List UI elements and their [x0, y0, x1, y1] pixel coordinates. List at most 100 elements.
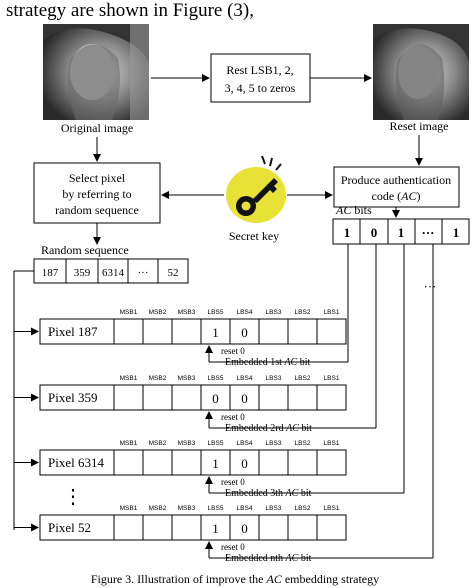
auth-code-box	[333, 166, 460, 208]
bit-header: LBS4	[237, 440, 253, 447]
bit-cell	[287, 318, 318, 345]
bit-cell	[316, 384, 347, 411]
bit-header: MSB2	[149, 440, 167, 447]
bit-cell	[142, 384, 173, 411]
bit-header: LBS3	[266, 505, 282, 512]
bit-header: MSB2	[149, 375, 167, 382]
bit-cell	[142, 449, 173, 476]
bit-cell	[316, 318, 347, 345]
secret-key-label: Secret key	[229, 229, 279, 243]
bit-header: LBS2	[295, 375, 311, 382]
bit-header: LBS2	[295, 309, 311, 316]
original-image-label: Original image	[61, 121, 133, 135]
bit-cell	[142, 514, 173, 541]
bit-cell	[171, 318, 202, 345]
reset-note: reset 0	[221, 477, 245, 487]
bit-header: MSB3	[178, 505, 196, 512]
ac-bits-cells	[332, 218, 470, 245]
bit-header: LBS4	[237, 505, 253, 512]
sequence-cell-2: 359	[74, 267, 91, 279]
bit-cell	[287, 449, 318, 476]
select-pixel-box	[33, 162, 161, 224]
pixel-name-box	[39, 514, 115, 541]
auth-box-line-2: code (AC)	[372, 189, 421, 203]
bit-value: 0	[241, 391, 248, 406]
original-image	[43, 24, 149, 120]
reset-note: reset 0	[221, 412, 245, 422]
reset-box-line-1: Rest LSB1, 2,	[226, 63, 293, 77]
sequence-cell-3: 6314	[102, 267, 125, 279]
pixel-name-box	[39, 449, 115, 476]
pixel-name: Pixel 187	[48, 324, 98, 339]
bit-cell	[258, 384, 289, 411]
pixel-name: Pixel 6314	[48, 455, 104, 470]
bit-header: MSB1	[120, 309, 138, 316]
bit-cell	[316, 514, 347, 541]
sequence-cell-4: ···	[138, 267, 149, 279]
bit-header: MSB2	[149, 505, 167, 512]
bit-cell	[229, 449, 260, 476]
bit-cell	[258, 449, 289, 476]
ac-bit-2: 0	[371, 225, 378, 240]
ac-bits-trailing-dots: ···	[424, 279, 437, 294]
bit-cell	[316, 449, 347, 476]
bit-header: LBS5	[208, 505, 224, 512]
bit-header: MSB3	[178, 309, 196, 316]
bit-value: 1	[212, 325, 219, 340]
reset-lsb-box	[210, 53, 311, 103]
bit-value: 1	[212, 456, 219, 471]
sequence-cell-1: 187	[42, 267, 59, 279]
ac-bit-5: 1	[453, 225, 460, 240]
bit-header: LBS1	[324, 505, 340, 512]
key-icon	[226, 155, 286, 223]
select-box-line-2: by referring to	[62, 187, 131, 201]
bit-header: LBS2	[295, 440, 311, 447]
bit-header: MSB1	[120, 440, 138, 447]
bit-cell	[258, 514, 289, 541]
reset-image-label: Reset image	[390, 119, 449, 133]
reset-note: reset 0	[221, 542, 245, 552]
bit-header: MSB3	[178, 440, 196, 447]
bit-header: LBS5	[208, 309, 224, 316]
sequence-cell-5: 52	[168, 267, 179, 279]
pixel-name: Pixel 359	[48, 390, 97, 405]
vertical-dots: ⋮	[63, 486, 83, 508]
bit-value: 0	[241, 456, 248, 471]
bit-header: MSB1	[120, 375, 138, 382]
bit-cell	[113, 318, 144, 345]
bit-cell	[171, 384, 202, 411]
top-text: strategy are shown in Figure (3),	[6, 0, 254, 21]
bit-cell	[200, 449, 231, 476]
bit-cell	[113, 514, 144, 541]
bit-cell	[287, 514, 318, 541]
ac-bit-4: ···	[421, 225, 434, 240]
bit-cell	[171, 514, 202, 541]
bit-header: LBS3	[266, 375, 282, 382]
auth-box-line-1: Produce authentication	[341, 173, 451, 187]
pixel-name: Pixel 52	[48, 520, 91, 535]
bit-cell	[171, 449, 202, 476]
bit-cell	[229, 514, 260, 541]
bit-cell	[258, 318, 289, 345]
select-box-line-3: random sequence	[55, 203, 139, 217]
figure-caption: Figure 3. Illustration of improve the AC…	[91, 572, 379, 586]
ac-bit-3: 1	[398, 225, 405, 240]
bit-header: LBS5	[208, 440, 224, 447]
bit-header: MSB3	[178, 375, 196, 382]
bit-cell	[287, 384, 318, 411]
bit-header: LBS3	[266, 440, 282, 447]
bit-header: LBS5	[208, 375, 224, 382]
bit-header: LBS4	[237, 375, 253, 382]
bit-header: MSB1	[120, 505, 138, 512]
bit-header: LBS4	[237, 309, 253, 316]
bit-header: LBS3	[266, 309, 282, 316]
reset-note: reset 0	[221, 346, 245, 356]
bit-cell	[229, 318, 260, 345]
bit-header: LBS1	[324, 375, 340, 382]
reset-box-line-2: 3, 4, 5 to zeros	[225, 81, 296, 95]
bit-header: LBS1	[324, 440, 340, 447]
bit-value: 0	[241, 325, 248, 340]
bit-value: 1	[212, 521, 219, 536]
select-box-line-1: Select pixel	[69, 171, 126, 185]
